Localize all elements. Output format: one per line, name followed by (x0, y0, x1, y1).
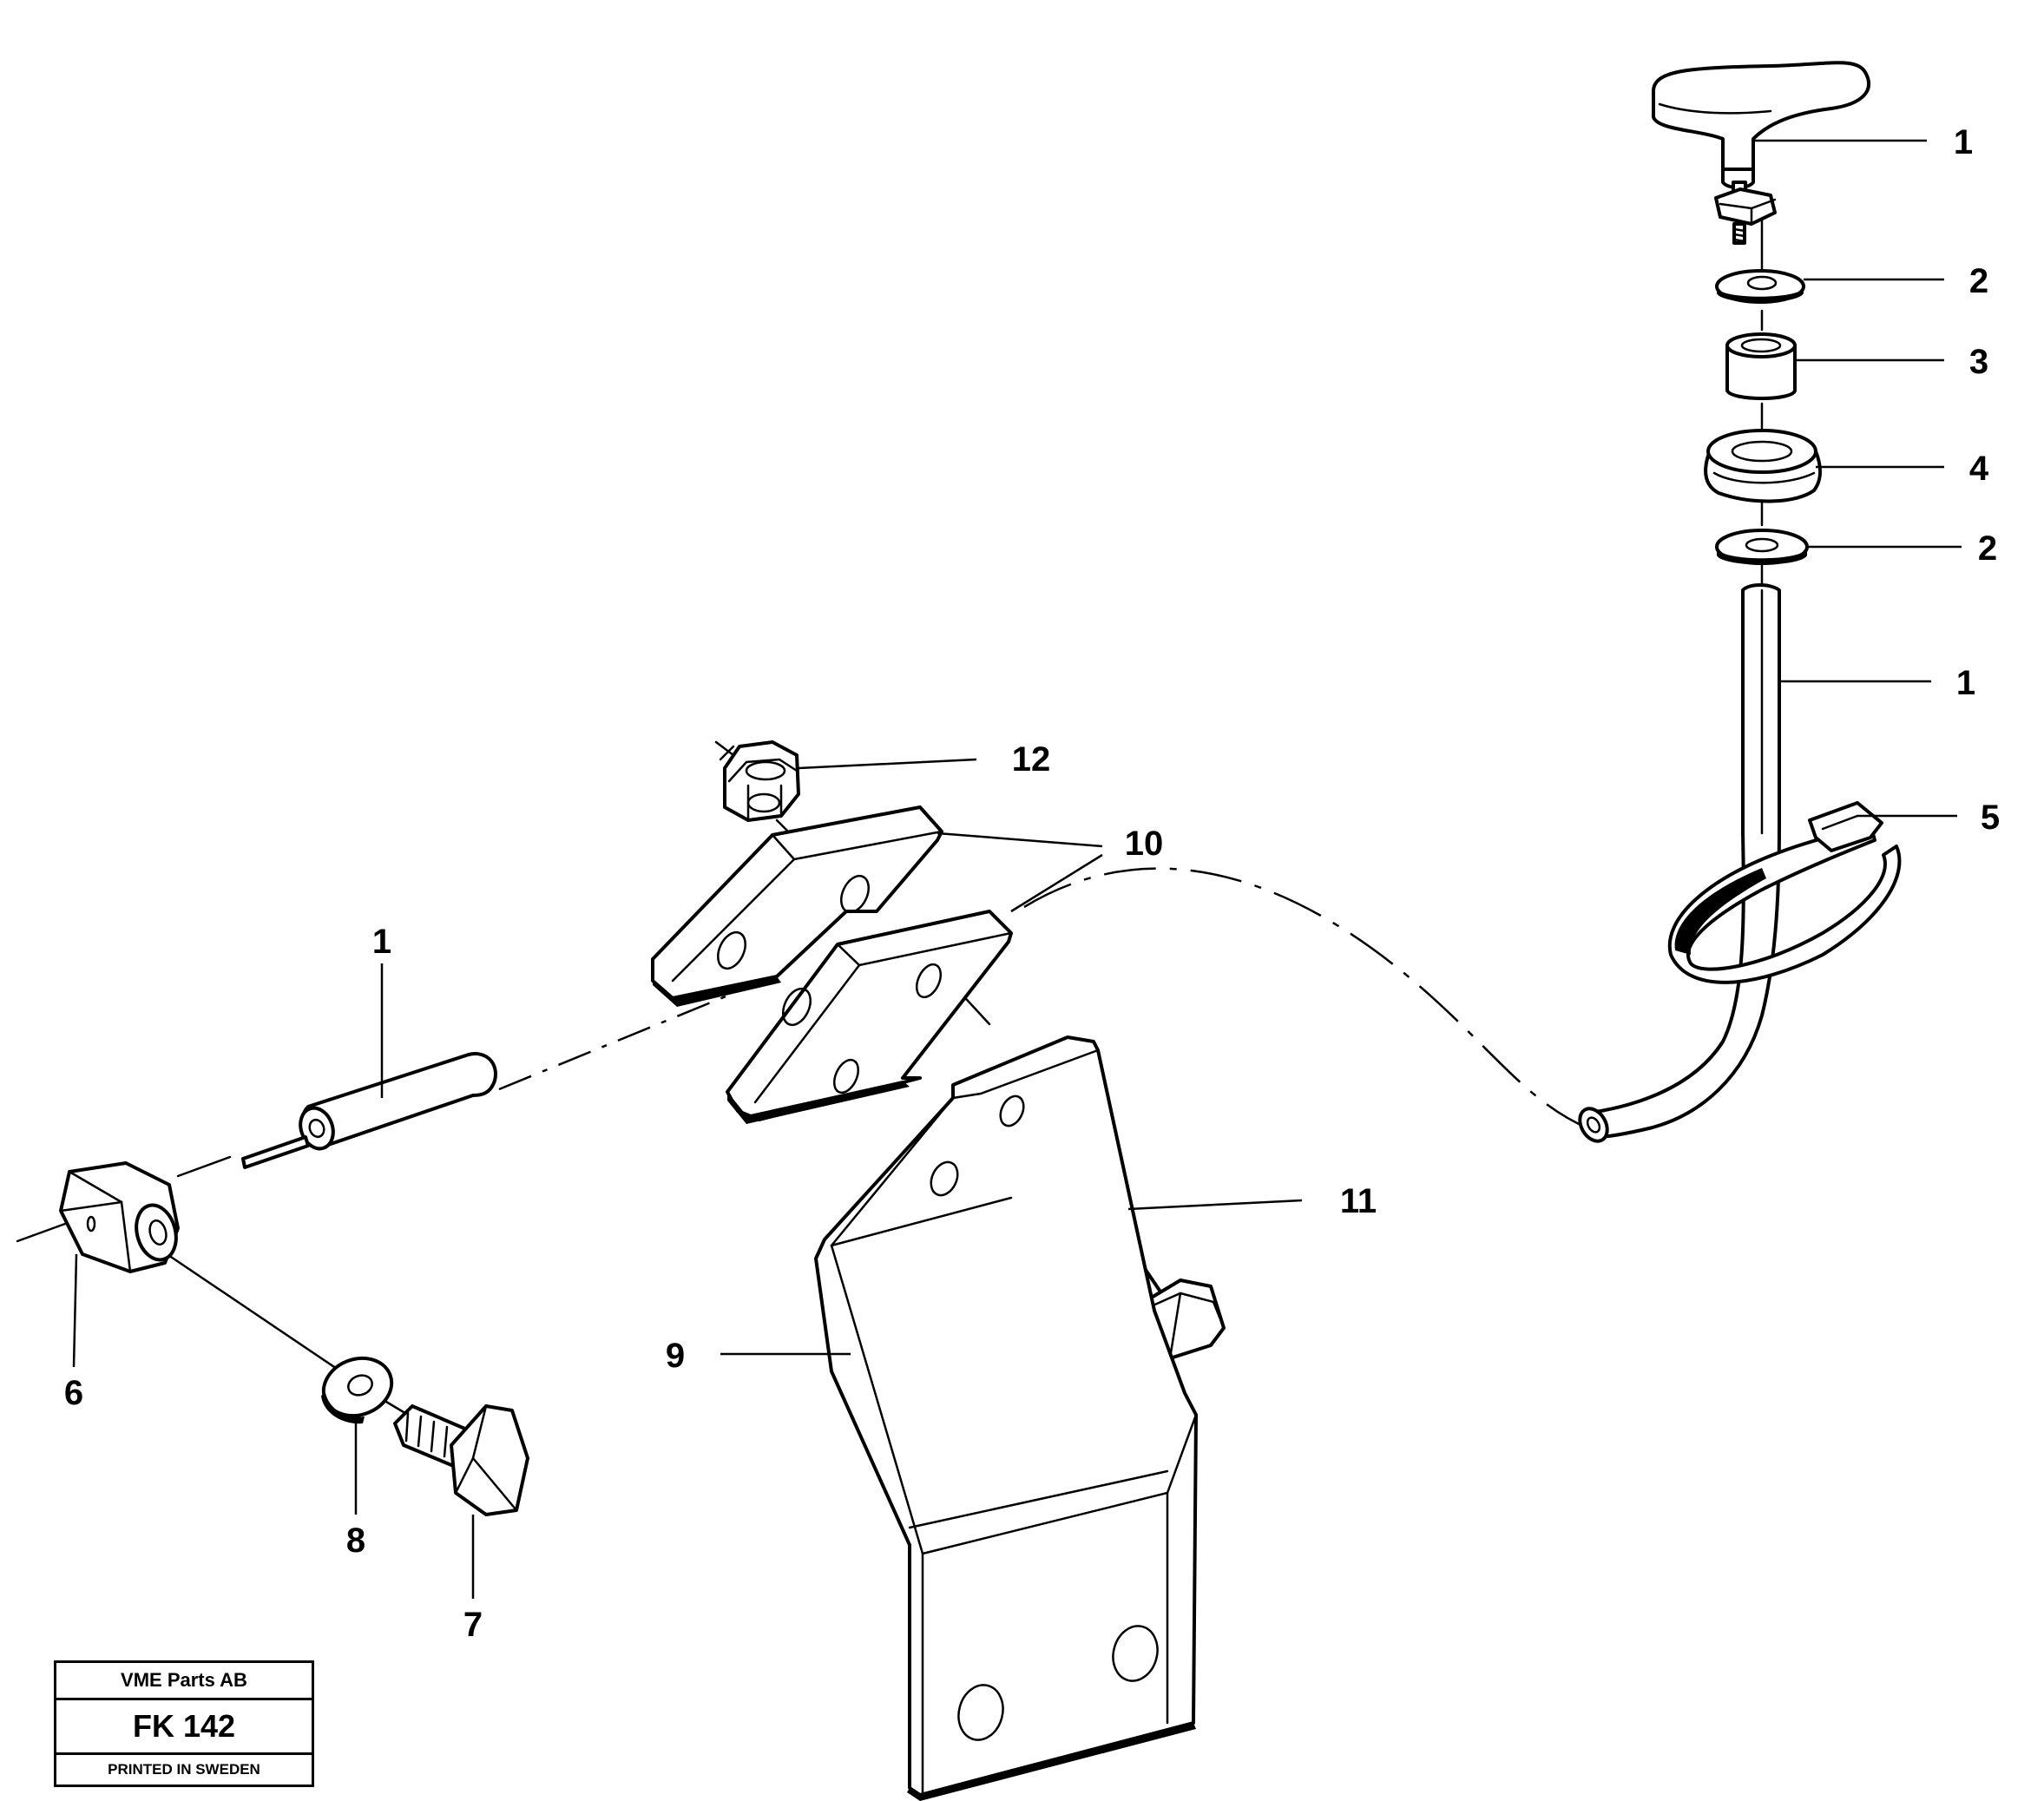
callout-labels: 1 2 3 4 2 1 5 12 10 1 11 9 6 8 7 (64, 123, 2000, 1644)
callout-bushing: 3 (1969, 343, 1988, 381)
bolt-7 (393, 1404, 529, 1516)
callout-grommet: 4 (1969, 450, 1989, 488)
callout-bracket: 9 (666, 1337, 685, 1375)
title-block-printed: PRINTED IN SWEDEN (108, 1761, 260, 1778)
callout-bolt-11: 11 (1340, 1182, 1377, 1220)
callout-washer-top: 2 (1969, 262, 1988, 300)
title-block-code: FK 142 (56, 1700, 312, 1755)
clamp-block-lower (726, 910, 1013, 1124)
callout-bolt-7: 7 (463, 1606, 483, 1644)
grommet (1704, 429, 1822, 503)
callout-washer-bottom: 2 (1978, 529, 1997, 568)
title-block-company: VME Parts AB (56, 1663, 312, 1700)
callout-cable-end: 1 (372, 923, 391, 961)
callout-nut-12: 12 (1012, 740, 1051, 779)
connector-nut (59, 1161, 180, 1273)
washer-8 (321, 1356, 394, 1424)
cable-tie (1667, 801, 1902, 984)
callout-clamp-blocks: 10 (1125, 825, 1164, 863)
clamp-block-upper (651, 805, 943, 1007)
washer-top (1715, 269, 1805, 304)
title-block: VME Parts AB FK 142 PRINTED IN SWEDEN (54, 1660, 314, 1787)
callout-cable-tie: 5 (1981, 799, 2000, 837)
mounting-bracket (814, 1035, 1198, 1801)
cable-end (241, 1052, 497, 1169)
washer-bottom (1715, 529, 1809, 565)
bushing (1725, 332, 1797, 400)
callout-connector: 6 (64, 1374, 83, 1412)
callout-washer-8: 8 (346, 1522, 365, 1560)
pull-knob (1652, 61, 1871, 245)
callout-cable-vertical: 1 (1956, 664, 1975, 702)
leader-lines (72, 139, 1962, 1599)
lock-nut (714, 740, 800, 822)
callout-knob: 1 (1954, 123, 1973, 161)
